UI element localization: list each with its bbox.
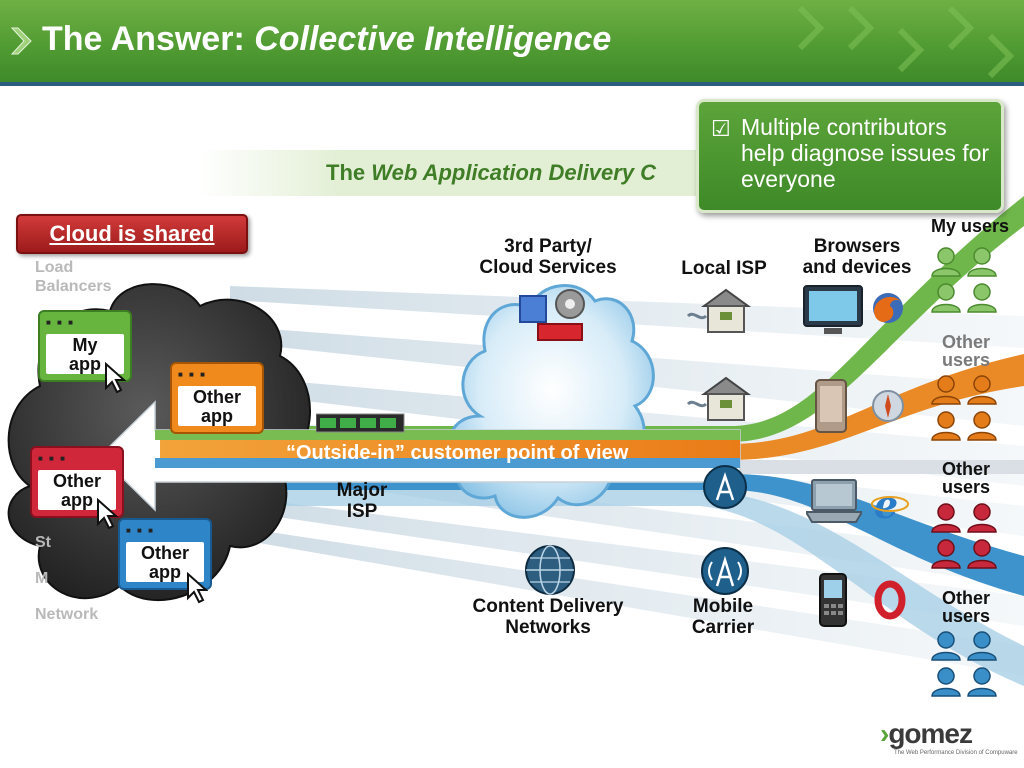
- logo-name: gomez: [888, 718, 973, 749]
- logo-tagline: The Web Performance Division of Compuwar…: [894, 750, 1018, 756]
- other-users-1-line2: users: [941, 350, 991, 370]
- other-users-2-line2: users: [941, 477, 991, 497]
- major-isp-line2: ISP: [346, 501, 378, 522]
- mobile-line2: Carrier: [691, 617, 755, 638]
- my-users-label: My users: [930, 216, 1010, 236]
- browsers-line2: and devices: [802, 257, 912, 278]
- safari-icon: [872, 390, 904, 422]
- other-app-blue-line2: app: [148, 562, 181, 582]
- other-app-red-line1: Other: [52, 471, 101, 491]
- window-dots-icon: ■ ■ ■: [126, 526, 155, 535]
- monitor-icon: [803, 285, 863, 334]
- my-app-line2: app: [68, 354, 101, 374]
- cursor-icon: [105, 362, 126, 394]
- banner-title: The Web Application Delivery C: [326, 160, 657, 185]
- cdn-line2: Networks: [505, 617, 591, 638]
- cdn-line1: Content Delivery: [472, 596, 624, 617]
- local-isp-label: Local ISP: [681, 258, 767, 279]
- checkbox-icon: ☑: [711, 116, 731, 141]
- window-body: [178, 386, 256, 426]
- house-icon: [686, 376, 752, 421]
- other-app-orange-line1: Other: [192, 387, 241, 407]
- left-label-m: M: [35, 570, 49, 587]
- third-party-label: 3rd Party/Cloud Services: [468, 236, 628, 278]
- other-users-1-line1: Other: [941, 332, 990, 352]
- other-users-2-line1: Other: [941, 459, 990, 479]
- user-group-icon: [931, 247, 997, 313]
- callout-box: ☑ Multiple contributors help diagnose is…: [696, 99, 1004, 213]
- user-group-icon: [931, 503, 997, 569]
- cursor-icon: [97, 498, 118, 530]
- smartphone-icon: [815, 379, 847, 433]
- logo-wordmark: ›gomez: [880, 718, 973, 749]
- my-app-line1: My: [72, 335, 98, 355]
- major-isp-line1: Major: [336, 480, 388, 501]
- other-users-3-line1: Other: [941, 588, 990, 608]
- other-users-3-line2: users: [941, 606, 991, 626]
- callout-text: Multiple contributors help diagnose issu…: [741, 114, 990, 192]
- window-dots-icon: ■ ■ ■: [38, 454, 67, 463]
- globe-icon: [525, 545, 575, 595]
- internet-explorer-icon: e: [871, 484, 909, 524]
- antenna-icon: [703, 465, 747, 509]
- cloud-services-icon: [519, 289, 585, 341]
- mobile-line1: Mobile: [692, 596, 754, 617]
- outside-in-label: “Outside-in” customer point of view: [286, 442, 629, 464]
- mobile-phone-icon: [819, 573, 847, 627]
- svg-text:e: e: [874, 484, 898, 524]
- third-party-line1: 3rd Party/: [504, 236, 592, 257]
- user-group-icon: [931, 375, 997, 441]
- laptop-icon: [806, 479, 862, 523]
- third-party-line2: Cloud Services: [479, 257, 617, 278]
- chevron-right-icon: [10, 27, 32, 55]
- other-app-blue-line1: Other: [140, 543, 189, 563]
- header-divider: [0, 82, 1024, 86]
- house-icon: [686, 288, 752, 333]
- arrow-band-green: [155, 430, 740, 440]
- other-app-red-line2: app: [60, 490, 93, 510]
- arrow-band-blue: [155, 458, 740, 468]
- user-group-icon: [931, 631, 997, 697]
- window-dots-icon: ■ ■ ■: [178, 370, 207, 379]
- left-label-st: St: [35, 534, 51, 551]
- header-decoration: [797, 5, 1015, 79]
- other-app-orange-line2: app: [200, 406, 233, 426]
- page-title: The Answer: Collective Intelligence: [42, 20, 612, 58]
- browsers-line1: Browsers: [813, 236, 901, 257]
- left-label-network: Network: [35, 606, 99, 623]
- left-label-load: Load: [35, 259, 74, 276]
- antenna-icon: [701, 547, 749, 595]
- cursor-icon: [187, 572, 208, 604]
- firefox-icon: [873, 293, 903, 323]
- server-rack-icon: [316, 413, 405, 433]
- gomez-logo: ›gomez The Web Performance Division of C…: [880, 718, 1018, 762]
- cloud-is-shared-badge: Cloud is shared: [16, 214, 248, 254]
- left-label-balancers: Balancers: [35, 278, 112, 295]
- window-dots-icon: ■ ■ ■: [46, 318, 75, 327]
- banner-band: [200, 150, 760, 196]
- opera-icon: [874, 580, 906, 620]
